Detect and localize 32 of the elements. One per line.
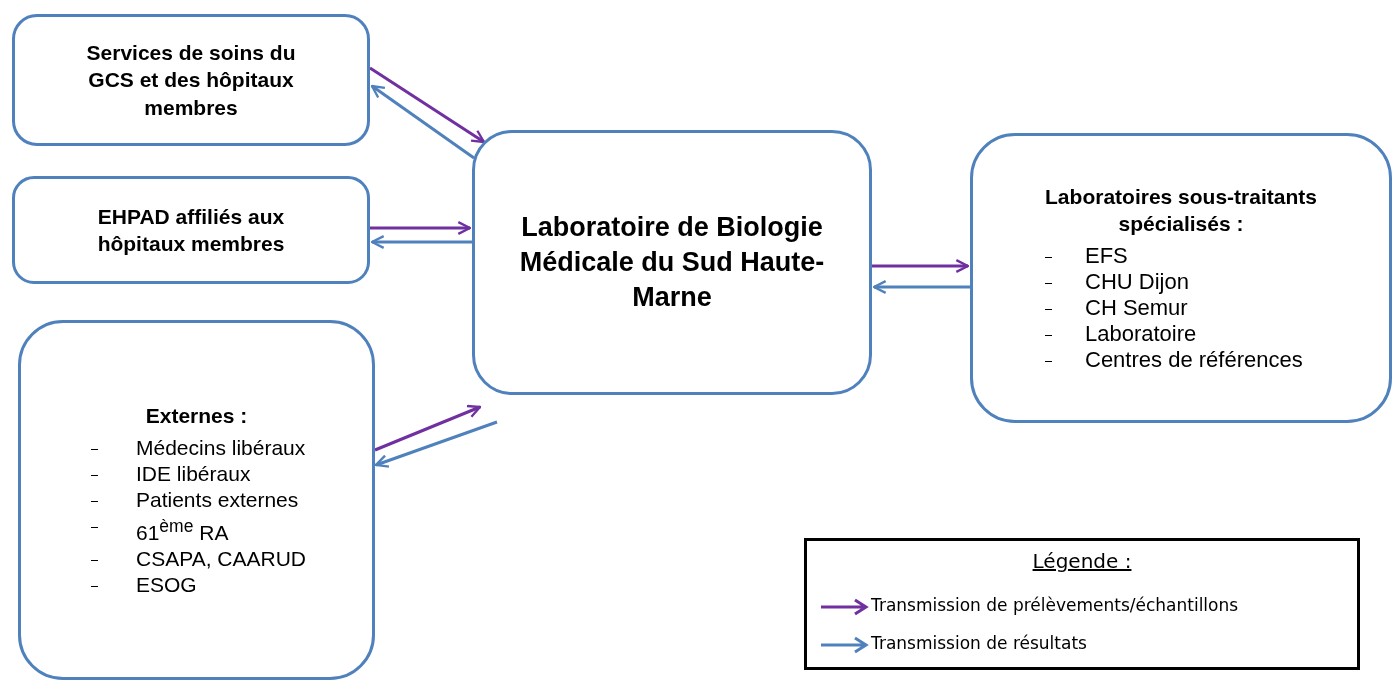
rounded-box xyxy=(18,320,375,680)
rounded-box xyxy=(12,176,370,284)
arrow xyxy=(872,280,970,294)
box-title: Laboratoires sous-traitants spécialisés : xyxy=(1044,183,1318,237)
list-item: IDE libéraux xyxy=(136,461,251,488)
arrow xyxy=(374,420,498,468)
list-item: Médecins libéraux xyxy=(136,435,306,462)
arrow xyxy=(374,404,482,452)
legend-label: Transmission de prélèvements/échantillons xyxy=(871,595,1239,615)
arrow xyxy=(370,221,472,235)
box-title: Services de soins du GCS et des hôpitaux membres xyxy=(85,40,297,121)
list-item: Centres de références xyxy=(1085,347,1303,374)
list-item: CSAPA, CAARUD xyxy=(136,546,306,573)
list-item: ESOG xyxy=(136,572,197,599)
list-item: CH Semur xyxy=(1085,295,1188,322)
list-item: Laboratoire xyxy=(1085,321,1197,348)
box-title: Externes : xyxy=(145,402,248,429)
box-title: EHPAD affiliés aux hôpitaux membres xyxy=(96,203,286,257)
legend-label: Transmission de résultats xyxy=(871,633,1087,653)
box-title: Laboratoire de Biologie Médicale du Sud Haute-Marne xyxy=(518,210,826,315)
rounded-box xyxy=(970,133,1392,423)
arrow xyxy=(872,259,970,273)
rounded-box xyxy=(472,130,872,395)
list-item: CHU Dijon xyxy=(1085,269,1189,296)
list-item: Patients externes xyxy=(136,487,299,514)
arrow xyxy=(370,84,475,160)
list-item: EFS xyxy=(1085,243,1128,270)
legend-title: Légende : xyxy=(1031,549,1133,573)
rounded-box xyxy=(12,14,370,146)
arrow xyxy=(369,66,486,144)
list-item: 61$^{ème}$ RA xyxy=(136,515,229,547)
arrow xyxy=(370,235,472,249)
